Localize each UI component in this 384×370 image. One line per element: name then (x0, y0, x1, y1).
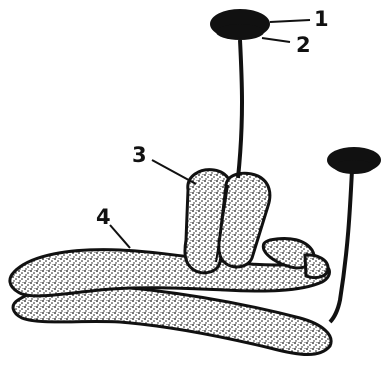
label-4: 4 (96, 205, 111, 229)
sporangium-main-columella (216, 24, 264, 40)
label-3: 3 (132, 143, 147, 167)
leader-line-3 (152, 160, 196, 184)
upright-hypha-bundle (185, 170, 270, 273)
stalk-main (238, 40, 242, 178)
upright-tube-right (219, 173, 270, 267)
label-2: 2 (296, 33, 311, 57)
sporangium-right-columella (334, 160, 374, 174)
sporangium-main (210, 9, 270, 40)
sporangium-right (327, 147, 381, 174)
leader-line-2 (262, 38, 290, 42)
basal-tube-lower (13, 286, 331, 354)
basal-hypha-mass (10, 238, 331, 354)
leader-line-4 (110, 225, 130, 248)
leader-line-1 (270, 20, 310, 22)
branch-right-tip (305, 255, 328, 278)
label-1: 1 (314, 7, 329, 31)
stalk-right (330, 170, 352, 322)
